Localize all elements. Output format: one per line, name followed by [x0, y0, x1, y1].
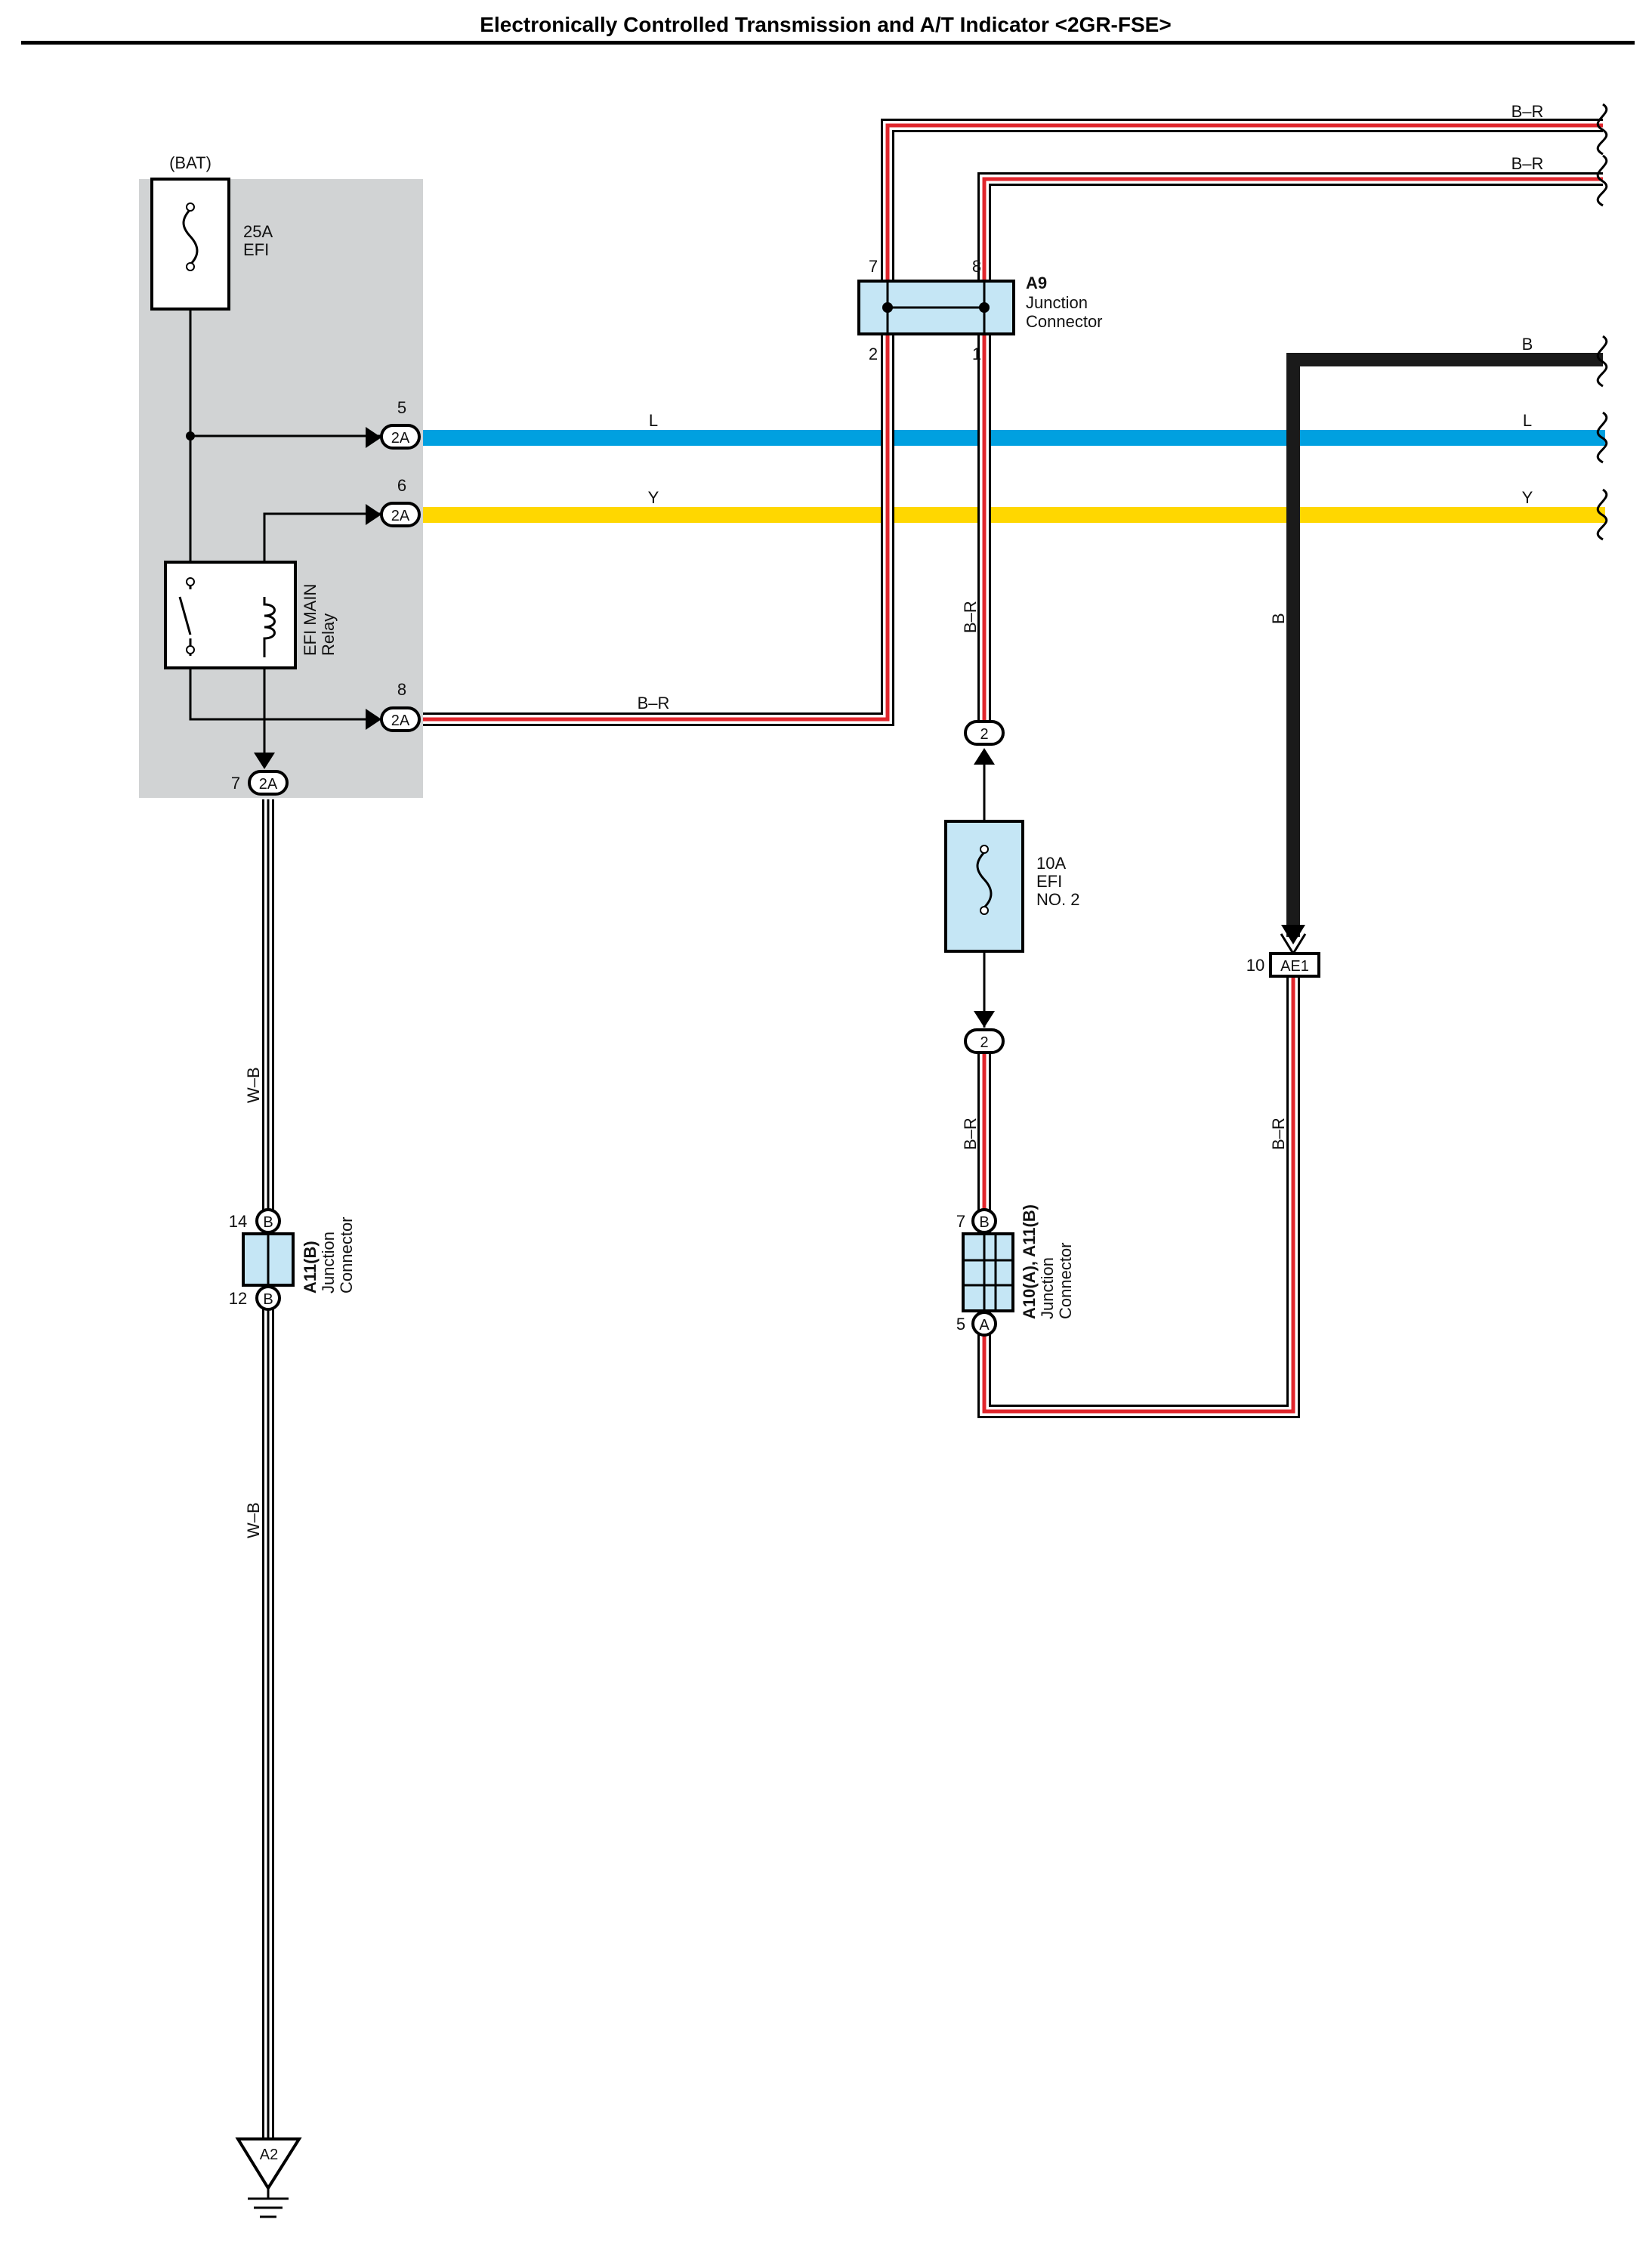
wire-br-fuse-to-ae1 — [977, 972, 1300, 1418]
wire-b-label-right: B — [1522, 335, 1533, 354]
svg-text:5: 5 — [956, 1315, 965, 1334]
fuse-efi2-top-connector: 2 — [964, 720, 1005, 765]
junction-dot — [186, 431, 195, 440]
wire-l-label-right: L — [1523, 411, 1532, 430]
svg-text:10: 10 — [1246, 956, 1264, 975]
wire-break-marks — [1596, 103, 1608, 541]
wire-br-label-top1: B–R — [1512, 102, 1544, 121]
wire-wb-label-upper: W–B — [244, 1067, 263, 1103]
wire-wb-label-lower: W–B — [244, 1502, 263, 1538]
a10-a11-label-line2: Connector — [1056, 1242, 1075, 1319]
svg-text:8: 8 — [397, 680, 406, 699]
svg-text:5: 5 — [397, 398, 406, 417]
fuse-efi — [150, 178, 230, 311]
svg-text:14: 14 — [229, 1212, 247, 1231]
a11-junction-connector: B 14 B 12 — [229, 1208, 295, 1311]
fuse-efi2-line2: NO. 2 — [1036, 890, 1079, 909]
a9-label-line1: Junction — [1026, 293, 1088, 312]
svg-text:B: B — [979, 1214, 989, 1231]
fuse-efi-element — [182, 208, 199, 266]
a10-a11-id: A10(A), A11(B) — [1020, 1204, 1039, 1319]
fuse-efi2-rating: 10A — [1036, 854, 1066, 873]
fuse-efi2-element — [976, 851, 993, 909]
svg-text:6: 6 — [397, 476, 406, 495]
fuse-efi-name: EFI — [243, 240, 269, 259]
wire-br-relay-to-a9 — [423, 119, 1603, 726]
svg-text:12: 12 — [229, 1289, 247, 1308]
ground-a2: A2 — [235, 2137, 302, 2218]
wire-l-label-left: L — [649, 411, 658, 430]
svg-text:7: 7 — [231, 774, 240, 793]
wire-y-label-left: Y — [648, 488, 659, 507]
a11-label-line2: Connector — [337, 1216, 356, 1294]
fuse-efi-rating: 25A — [243, 222, 273, 241]
a10-a11-label-line1: Junction — [1038, 1257, 1057, 1319]
svg-text:A2: A2 — [260, 2147, 278, 2163]
connector-2a-pin7: 2A 7 — [231, 753, 289, 796]
a9-pin-7: 7 — [869, 257, 878, 276]
a10-a11-junction-connector: B 7 A 5 — [956, 1208, 1014, 1337]
a9-label-line2: Connector — [1026, 312, 1103, 331]
a9-pin-1: 1 — [972, 345, 981, 363]
wire-br-label-top2: B–R — [1512, 154, 1544, 173]
fuse-efi2-line1: EFI — [1036, 872, 1062, 891]
connector-2a-pin8: 2A 8 — [366, 680, 421, 732]
svg-text:AE1: AE1 — [1280, 958, 1309, 975]
relay-label-line1: EFI MAIN — [301, 584, 320, 656]
relay-label-line2: Relay — [319, 614, 338, 656]
svg-text:B: B — [263, 1291, 273, 1308]
wire-y — [423, 507, 1605, 523]
svg-text:A: A — [979, 1317, 990, 1334]
wire-br-a9-to-fuse — [977, 172, 1603, 731]
title-rule — [21, 41, 1635, 45]
ae1-connector: AE1 10 — [1246, 925, 1320, 978]
svg-text:2A: 2A — [391, 712, 410, 729]
wire-br-label-relay: B–R — [638, 694, 670, 712]
svg-text:2A: 2A — [391, 430, 410, 447]
svg-text:2: 2 — [980, 726, 988, 743]
fuse-efi2 — [944, 820, 1024, 953]
wire-y-label-right: Y — [1522, 488, 1533, 507]
wire-l — [423, 430, 1605, 446]
svg-text:2A: 2A — [391, 508, 410, 524]
wire-br-label-vert2: B–R — [961, 1117, 980, 1150]
wire-br-label-vert3: B–R — [1269, 1117, 1288, 1150]
svg-text:2: 2 — [980, 1034, 988, 1051]
relay-internal-wiring — [189, 310, 381, 763]
a9-pin-8: 8 — [972, 257, 981, 276]
relay-coil — [263, 597, 276, 657]
wire-b-label-vert: B — [1269, 613, 1288, 624]
wire-br-label-vert1: B–R — [961, 601, 980, 633]
wire-b — [1286, 353, 1603, 937]
connector-2a-pin6: 2A 6 — [366, 476, 421, 527]
a9-pin-2: 2 — [869, 345, 878, 363]
a9-id: A9 — [1026, 274, 1047, 292]
a11-id: A11(B) — [301, 1241, 320, 1294]
fuse-efi2-bottom-connector: 2 — [964, 1011, 1005, 1054]
a11-label-line1: Junction — [319, 1232, 338, 1294]
bat-label: (BAT) — [169, 153, 212, 172]
connector-2a-pin5: 2A 5 — [366, 398, 421, 450]
svg-text:B: B — [263, 1214, 273, 1231]
svg-text:2A: 2A — [259, 776, 278, 793]
svg-text:7: 7 — [956, 1212, 965, 1231]
page-title: Electronically Controlled Transmission a… — [480, 13, 1171, 36]
